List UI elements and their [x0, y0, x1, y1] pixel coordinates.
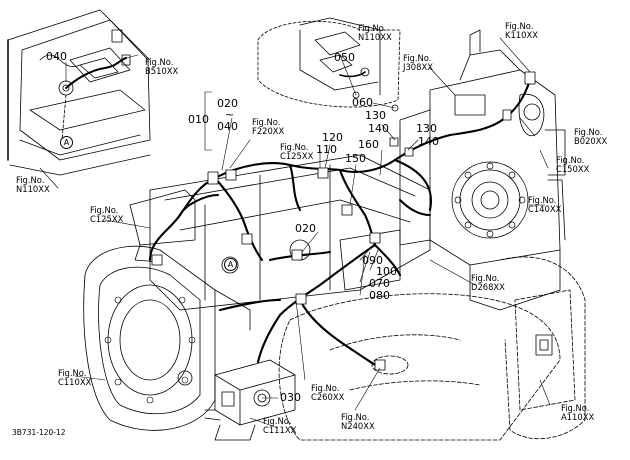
- part-range-tilde: ~: [225, 108, 235, 121]
- part-140-upper: 140: [368, 122, 389, 135]
- inset-top-left: [7, 9, 151, 176]
- marker-a-main: A: [224, 258, 237, 271]
- part-110: 110: [316, 143, 337, 156]
- fig-ref-k110: Fig.No.K110XX: [505, 21, 538, 40]
- fig-ref-n110-left: Fig.No.N110XX: [16, 175, 50, 194]
- part-100: 100: [376, 265, 397, 278]
- inset-top-center: [257, 17, 401, 108]
- part-070: 070: [369, 277, 390, 290]
- fig-ref-c125-b: Fig.No.C125XX: [90, 205, 124, 224]
- fig-ref-b510: Fig.No.B510XX: [145, 57, 179, 76]
- part-090: 090: [362, 254, 383, 267]
- part-130-upper: 130: [365, 109, 386, 122]
- part-030: 030: [280, 391, 301, 404]
- part-020-main: 020: [295, 222, 316, 235]
- fig-ref-d268: Fig.No.D268XX: [471, 273, 505, 292]
- marker-a-inset-label: A: [63, 138, 70, 147]
- part-120: 120: [322, 131, 343, 144]
- part-140-right: 140: [418, 135, 439, 148]
- leader-lines: [39, 37, 551, 429]
- clutch-housing: [83, 245, 251, 431]
- fig-ref-a110: Fig.No.A110XX: [561, 403, 595, 422]
- figure-code: 3B731-120-12: [12, 428, 66, 437]
- fig-ref-c140: Fig.No.C140XX: [528, 195, 562, 214]
- fig-ref-c260: Fig.No.C260XX: [311, 383, 345, 402]
- fig-ref-f220: Fig.No.F220XX: [252, 117, 285, 136]
- fig-ref-n110-top: Fig.No.N110XX: [358, 23, 392, 42]
- fig-ref-j308: Fig.No.J308XX: [403, 53, 433, 72]
- part-130-right: 130: [416, 122, 437, 135]
- lower-dashed-housing: [278, 293, 561, 441]
- fig-ref-c111: Fig.No.C111XX: [263, 416, 297, 435]
- part-160: 160: [358, 138, 379, 151]
- pump-assembly: [204, 359, 296, 441]
- harness-connectors: [151, 71, 536, 371]
- fig-ref-c150: Fig.No.C150XX: [556, 155, 590, 174]
- marker-a-main-label: A: [227, 260, 234, 269]
- part-020-range-start: 020: [217, 97, 238, 110]
- rear-housing: [399, 29, 566, 311]
- fig-ref-c110: Fig.No.C110XX: [58, 368, 92, 387]
- part-080: 080: [369, 289, 390, 302]
- fig-ref-n240: Fig.No.N240XX: [341, 412, 375, 431]
- fig-ref-b020: Fig.No.B020XX: [574, 127, 608, 146]
- part-060: 060: [352, 96, 373, 109]
- part-150: 150: [345, 152, 366, 165]
- part-040-inset: 040: [46, 50, 67, 63]
- fig-ref-c125-a: Fig.No.C125XX: [280, 142, 314, 161]
- part-040-range-end: 040: [217, 120, 238, 133]
- right-fender: [499, 256, 586, 440]
- part-010: 010: [188, 113, 209, 126]
- marker-a-inset: A: [60, 136, 73, 149]
- part-050: 050: [334, 51, 355, 64]
